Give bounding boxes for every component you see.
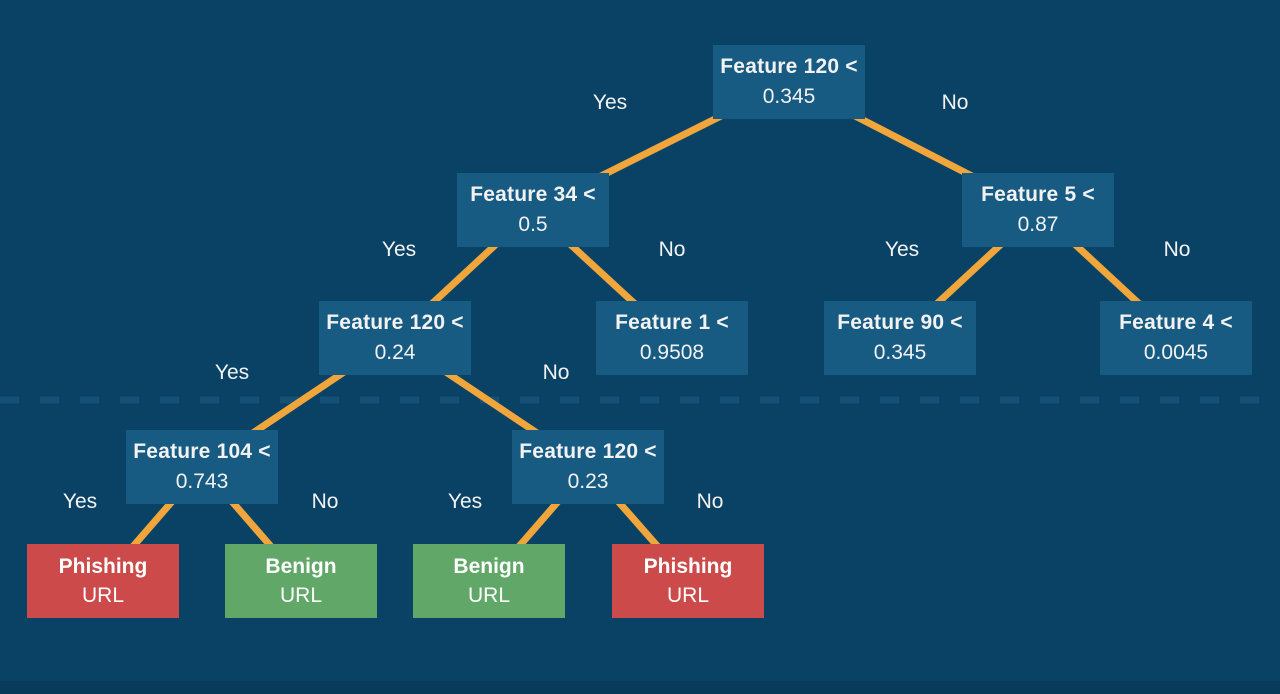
node-threshold: 0.0045 (1143, 341, 1209, 364)
node-feature-90: Feature 90 < 0.345 (824, 301, 976, 375)
edge-label-no: No (542, 361, 570, 384)
edge-label-yes: Yes (592, 91, 628, 114)
node-threshold: 0.24 (374, 341, 416, 364)
node-title: Feature 120 < (326, 311, 464, 334)
edge-label-no: No (1163, 238, 1191, 261)
leaf-subtitle: URL (81, 584, 124, 607)
bottom-edge-band (0, 681, 1280, 694)
node-feature-4: Feature 4 < 0.0045 (1100, 301, 1252, 375)
node-title: Feature 120 < (519, 440, 657, 463)
node-title: Feature 34 < (470, 183, 596, 206)
edge-label-yes: Yes (214, 361, 250, 384)
node-threshold: 0.345 (873, 341, 927, 364)
node-feature-104: Feature 104 < 0.743 (126, 430, 278, 504)
node-title: Feature 120 < (720, 55, 858, 78)
leaf-title: Phishing (643, 555, 733, 578)
node-title: Feature 5 < (981, 183, 1095, 206)
leaf-phishing-url-2: Phishing URL (612, 544, 764, 618)
node-feature-5: Feature 5 < 0.87 (962, 173, 1114, 247)
edge-label-yes: Yes (884, 238, 920, 261)
edge-label-no: No (941, 91, 969, 114)
leaf-title: Benign (453, 555, 525, 578)
node-feature-120-mid: Feature 120 < 0.24 (319, 301, 471, 375)
leaf-benign-url-1: Benign URL (225, 544, 377, 618)
leaf-benign-url-2: Benign URL (413, 544, 565, 618)
leaf-title: Phishing (58, 555, 148, 578)
edge-label-no: No (658, 238, 686, 261)
edge-label-yes: Yes (447, 490, 483, 513)
node-threshold: 0.23 (567, 470, 609, 493)
node-threshold: 0.9508 (639, 341, 705, 364)
leaf-subtitle: URL (467, 584, 510, 607)
node-feature-120-low: Feature 120 < 0.23 (512, 430, 664, 504)
node-title: Feature 90 < (837, 311, 963, 334)
node-title: Feature 1 < (615, 311, 729, 334)
node-threshold: 0.87 (1017, 213, 1059, 236)
node-feature-1: Feature 1 < 0.9508 (596, 301, 748, 375)
leaf-subtitle: URL (279, 584, 322, 607)
node-feature-120-root: Feature 120 < 0.345 (713, 45, 865, 119)
leaf-phishing-url-1: Phishing URL (27, 544, 179, 618)
leaf-subtitle: URL (666, 584, 709, 607)
node-threshold: 0.345 (762, 85, 816, 108)
node-feature-34: Feature 34 < 0.5 (457, 173, 609, 247)
edge-label-no: No (696, 490, 724, 513)
node-threshold: 0.743 (175, 470, 229, 493)
node-threshold: 0.5 (518, 213, 548, 236)
edge-label-yes: Yes (62, 490, 98, 513)
node-title: Feature 4 < (1119, 311, 1233, 334)
leaf-title: Benign (265, 555, 337, 578)
edge-label-no: No (311, 490, 339, 513)
edge-label-yes: Yes (381, 238, 417, 261)
node-title: Feature 104 < (133, 440, 271, 463)
